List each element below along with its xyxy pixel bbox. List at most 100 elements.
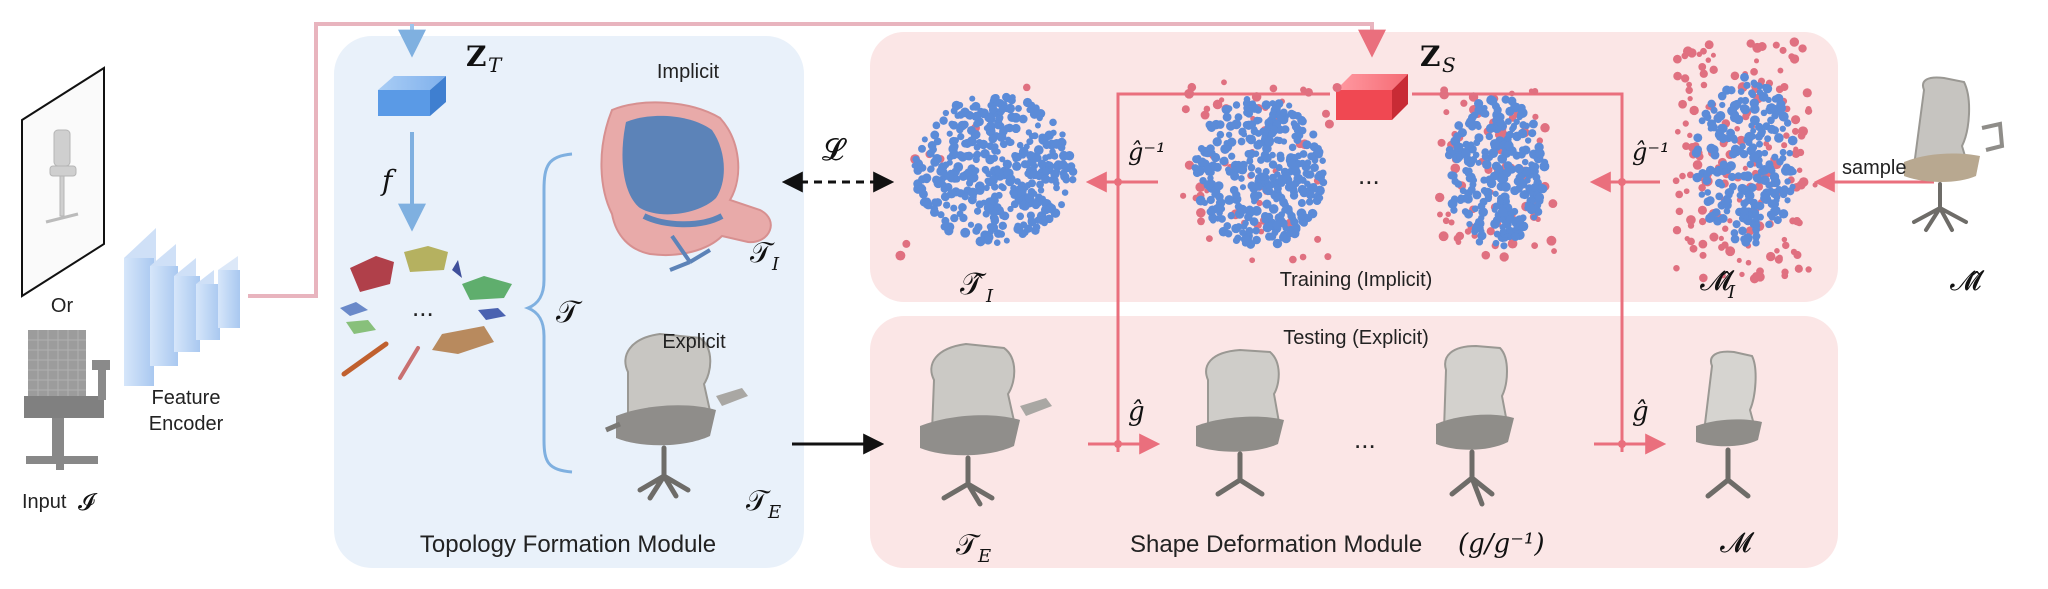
blue-point (931, 198, 939, 207)
blue-point (988, 134, 998, 144)
blue-point (1757, 213, 1764, 221)
blue-point (1774, 133, 1784, 143)
blue-point (1063, 153, 1070, 160)
blue-point (1265, 153, 1272, 160)
blue-point (1517, 150, 1526, 159)
blue-point (1192, 155, 1200, 163)
blue-point (1715, 110, 1726, 121)
blue-point (1505, 215, 1515, 224)
m-hat-symbol: 𝓜̂ (1950, 264, 1985, 297)
blue-point (1741, 96, 1750, 105)
blue-point (933, 137, 942, 146)
blue-point (1286, 102, 1293, 109)
blue-point (1261, 100, 1271, 110)
pink-point (1673, 264, 1680, 272)
blue-point (1000, 140, 1008, 149)
point-cloud-tau-hat-i (895, 83, 1078, 261)
blue-point (1514, 163, 1524, 174)
blue-point (1766, 103, 1773, 111)
blue-point (991, 183, 999, 191)
blue-point (1298, 126, 1307, 135)
input-image (21, 66, 105, 298)
blue-point (1220, 156, 1229, 166)
pink-point (1682, 46, 1693, 57)
blue-point (1462, 166, 1470, 175)
blue-point (1693, 133, 1703, 143)
blue-point (1316, 194, 1324, 202)
blue-point (1050, 169, 1060, 179)
blue-point (1250, 193, 1260, 203)
blue-point (1528, 129, 1537, 138)
blue-point (1734, 172, 1742, 180)
blue-point (1521, 166, 1532, 176)
blue-point (1771, 95, 1780, 103)
pink-point (1455, 231, 1465, 241)
blue-point (985, 154, 994, 163)
blue-point (953, 162, 964, 172)
pink-point (1698, 239, 1708, 249)
blue-point (1471, 205, 1479, 213)
zt-subscript: T (488, 53, 503, 77)
blue-point (1742, 171, 1753, 182)
pink-point (1709, 65, 1718, 75)
blue-point (1269, 100, 1276, 107)
blue-point (1290, 120, 1298, 127)
blue-point (973, 120, 981, 128)
blue-point (1517, 128, 1528, 139)
blue-point (950, 204, 958, 212)
blue-point (940, 185, 949, 193)
blue-point (1779, 190, 1788, 199)
pink-point (1221, 79, 1227, 86)
blue-point (1249, 103, 1260, 113)
blue-point (1501, 181, 1511, 192)
pink-point (1269, 84, 1278, 93)
blue-point (1302, 140, 1312, 150)
blue-point (1701, 109, 1711, 119)
pink-point (1746, 39, 1755, 48)
pink-point (1700, 47, 1707, 55)
blue-point (1222, 112, 1232, 122)
blue-point (930, 158, 937, 166)
blue-point (1715, 192, 1724, 201)
blue-point (1719, 101, 1726, 109)
blue-point (967, 187, 978, 198)
blue-point (983, 203, 994, 213)
blue-point (1234, 113, 1243, 122)
blue-point (1756, 88, 1764, 96)
blue-point (1225, 105, 1233, 112)
primitives-ellipsis: ... (412, 292, 434, 322)
blue-point (947, 169, 954, 177)
blue-point (1005, 123, 1014, 133)
blue-point (1463, 157, 1472, 166)
ginv-junction-right (1618, 178, 1626, 186)
blue-point (961, 193, 969, 201)
pink-point (1736, 257, 1742, 263)
blue-point (998, 221, 1008, 231)
pink-point (1460, 99, 1468, 107)
blue-point (1207, 174, 1214, 182)
blue-point (1006, 174, 1016, 184)
blue-point (1762, 83, 1773, 94)
pink-point (1689, 105, 1699, 116)
pink-point (1796, 148, 1805, 157)
pink-point (1700, 81, 1708, 89)
blue-point (1496, 173, 1507, 184)
pink-point (1812, 182, 1818, 188)
blue-point (1297, 199, 1306, 208)
pink-point (1256, 199, 1263, 207)
g-junction-left (1114, 440, 1122, 448)
blue-point (940, 222, 949, 231)
pink-point (1805, 266, 1812, 273)
blue-point (1246, 135, 1254, 143)
blue-point (1298, 159, 1307, 168)
pink-point (1710, 52, 1716, 58)
pink-point (1754, 58, 1760, 64)
pink-point (1314, 235, 1322, 243)
blue-point (1783, 119, 1792, 127)
test-tau-e-subscript: E (977, 546, 991, 567)
blue-point (1704, 189, 1712, 196)
blue-point (1053, 180, 1060, 187)
blue-point (1049, 118, 1057, 127)
blue-point (1304, 171, 1313, 179)
blue-point (1216, 130, 1225, 139)
